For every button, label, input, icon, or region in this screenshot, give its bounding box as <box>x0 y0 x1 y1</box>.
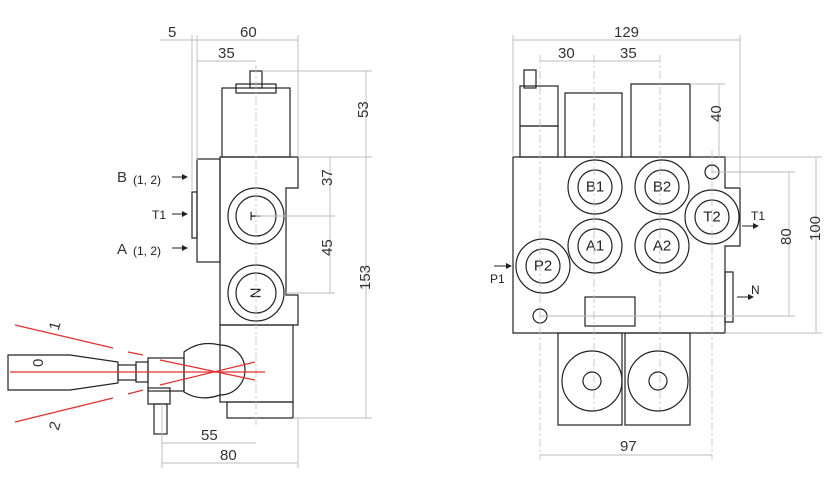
d5-label: 5 <box>168 24 176 41</box>
d80-label: 80 <box>778 228 795 245</box>
d35-label: 35 <box>620 45 637 62</box>
solenoid-1 <box>564 92 623 158</box>
name-plate <box>584 296 636 327</box>
lever-position-0: 0 <box>30 359 47 367</box>
lever-position-1: 1 <box>46 320 65 332</box>
p1-label: P1 <box>490 272 505 286</box>
port-b2: B2 <box>634 159 690 215</box>
a2-label: A2 <box>653 238 671 255</box>
port-b-label: B <box>117 169 127 186</box>
d30-label: 30 <box>558 45 575 62</box>
d129-label: 129 <box>614 24 639 41</box>
side-dimensions: 5 60 35 53 37 45 153 55 80 <box>160 24 374 468</box>
lever-boot <box>183 342 246 399</box>
a1-label: A1 <box>586 238 604 255</box>
d97-label: 97 <box>620 438 637 455</box>
port-a-label: A <box>117 241 127 258</box>
port-b1: B1 <box>567 159 623 215</box>
d35-label: 35 <box>218 45 235 62</box>
relief-valve <box>519 85 559 127</box>
port-t1-label: T1 <box>152 208 166 222</box>
d40-label: 40 <box>708 105 725 122</box>
front-dimensions: 129 30 35 40 80 100 97 <box>512 24 824 456</box>
port-b-sub: (1, 2) <box>133 173 161 187</box>
port-a-sub: (1, 2) <box>133 244 161 258</box>
p2-label: P2 <box>534 258 552 275</box>
d55-label: 55 <box>201 427 218 444</box>
lower-body <box>219 324 294 403</box>
port-a1: A1 <box>567 218 623 274</box>
side-view: T N 0 1 2 B (1, 2) T1 A (1, 2) 5 60 35 5… <box>7 24 374 468</box>
valve-body <box>219 156 299 326</box>
lever-handle[interactable]: 0 <box>7 342 246 435</box>
t1-label: T1 <box>751 209 765 223</box>
port-p2: P2 <box>515 238 571 294</box>
side-block <box>196 158 221 263</box>
spool-cap-2 <box>624 332 691 426</box>
d37-label: 37 <box>319 169 336 186</box>
n-label: N <box>751 283 760 297</box>
d100-label: 100 <box>807 216 824 241</box>
d80-label: 80 <box>220 447 237 464</box>
solenoid-2 <box>630 83 691 158</box>
d53-label: 53 <box>355 101 372 118</box>
d45-label: 45 <box>319 239 336 256</box>
front-view: B1 B2 A1 A2 T2 P2 P1 T1 N 129 30 35 40 8… <box>490 24 824 460</box>
port-a2: A2 <box>634 218 690 274</box>
lever-position-2: 2 <box>46 420 65 432</box>
b2-label: B2 <box>653 179 671 196</box>
d153-label: 153 <box>357 265 374 290</box>
d60-label: 60 <box>240 24 257 41</box>
b1-label: B1 <box>586 179 604 196</box>
